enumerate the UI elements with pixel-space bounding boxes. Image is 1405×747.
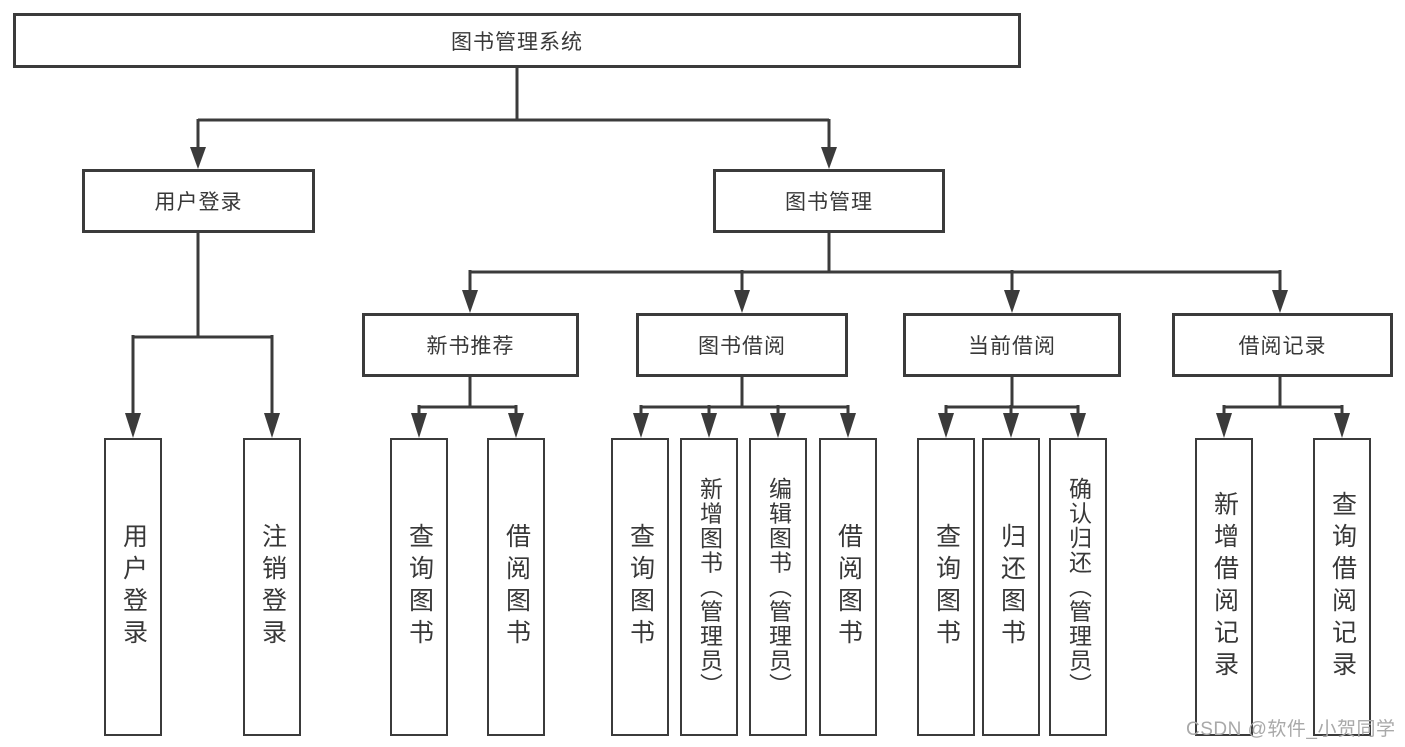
leaf-return-books-label: 归还图书 <box>997 523 1026 651</box>
leaf-add-borrow-record: 新增借阅记录 <box>1195 438 1253 736</box>
leaf-query-books-recommend-label: 查询图书 <box>405 523 434 651</box>
node-book-borrowing: 图书借阅 <box>636 313 848 377</box>
leaf-query-books-current-label: 查询图书 <box>932 523 961 651</box>
leaf-confirm-return-admin: 确认归还（管理员） <box>1049 438 1107 736</box>
connector-book-borrowing <box>633 377 856 438</box>
leaf-return-books: 归还图书 <box>982 438 1040 736</box>
connector-new-book-recommend <box>411 377 524 438</box>
leaf-edit-books-admin: 编辑图书（管理员） <box>749 438 807 736</box>
leaf-add-books-admin: 新增图书（管理员） <box>680 438 738 736</box>
leaf-user-login: 用户登录 <box>104 438 162 736</box>
leaf-borrow-books-borrowing-label: 借阅图书 <box>834 523 863 651</box>
node-user-login: 用户登录 <box>82 169 315 233</box>
connector-borrow-records <box>1216 377 1350 438</box>
node-new-book-recommend: 新书推荐 <box>362 313 579 377</box>
connector-user-login <box>125 233 280 438</box>
leaf-add-borrow-record-label: 新增借阅记录 <box>1210 491 1239 683</box>
node-book-management-label: 图书管理 <box>785 191 873 214</box>
node-book-borrowing-label: 图书借阅 <box>698 335 786 358</box>
connector-current-borrowing <box>938 377 1086 438</box>
leaf-query-borrow-record: 查询借阅记录 <box>1313 438 1371 736</box>
node-current-borrowing: 当前借阅 <box>903 313 1121 377</box>
leaf-confirm-return-admin-label: 确认归还（管理员） <box>1065 476 1092 698</box>
leaf-edit-books-admin-label: 编辑图书（管理员） <box>765 476 792 698</box>
leaf-borrow-books-borrowing: 借阅图书 <box>819 438 877 736</box>
node-borrow-records: 借阅记录 <box>1172 313 1393 377</box>
node-new-book-recommend-label: 新书推荐 <box>426 335 515 358</box>
node-book-management: 图书管理 <box>713 169 945 233</box>
node-borrow-records-label: 借阅记录 <box>1238 335 1327 358</box>
leaf-query-books-recommend: 查询图书 <box>390 438 448 736</box>
leaf-query-books-borrowing-label: 查询图书 <box>626 523 655 651</box>
connector-book-management <box>462 233 1288 313</box>
node-book-system: 图书管理系统 <box>13 13 1021 68</box>
leaf-query-borrow-record-label: 查询借阅记录 <box>1328 491 1357 683</box>
leaf-user-login-label: 用户登录 <box>119 523 148 651</box>
leaf-query-books-borrowing: 查询图书 <box>611 438 669 736</box>
leaf-add-books-admin-label: 新增图书（管理员） <box>696 476 723 698</box>
leaf-borrow-books-recommend-label: 借阅图书 <box>502 523 531 651</box>
connector-root <box>190 68 837 169</box>
node-book-system-label: 图书管理系统 <box>451 30 583 54</box>
watermark-text: CSDN @软件_小贺同学 <box>1186 719 1396 740</box>
leaf-logout-login-label: 注销登录 <box>258 523 287 651</box>
node-current-borrowing-label: 当前借阅 <box>968 335 1056 358</box>
leaf-query-books-current: 查询图书 <box>917 438 975 736</box>
node-user-login-label: 用户登录 <box>154 191 243 214</box>
leaf-borrow-books-recommend: 借阅图书 <box>487 438 545 736</box>
leaf-logout-login: 注销登录 <box>243 438 301 736</box>
